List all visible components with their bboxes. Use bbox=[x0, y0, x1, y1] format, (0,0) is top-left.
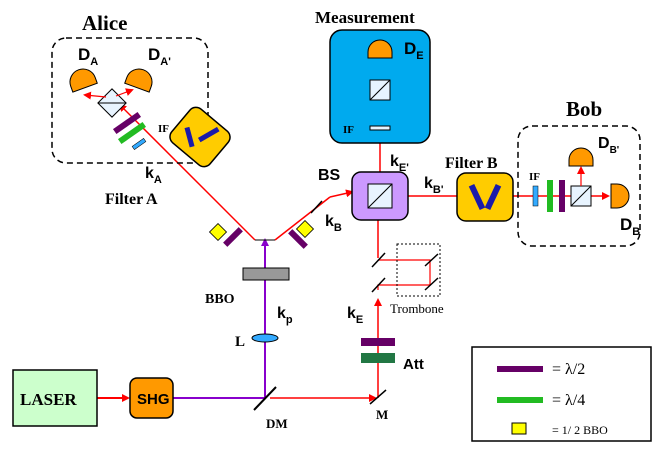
label-db: DB bbox=[620, 215, 640, 238]
detector-db bbox=[610, 183, 630, 209]
label-if-bob: IF bbox=[529, 171, 540, 183]
alice-pbs bbox=[97, 88, 127, 118]
beam-kb-to-bs bbox=[329, 189, 354, 198]
trombone-mirror-2 bbox=[371, 252, 386, 268]
laser-box bbox=[12, 369, 98, 427]
attenuator bbox=[361, 353, 395, 363]
alice-box bbox=[51, 37, 209, 164]
lens-l bbox=[251, 333, 279, 343]
label-bs: BS bbox=[318, 167, 341, 184]
label-da: DA bbox=[78, 45, 98, 68]
shg-box bbox=[129, 377, 174, 419]
trombone-mirror-3 bbox=[424, 277, 439, 291]
half-bbo-a bbox=[208, 222, 228, 242]
label-da-prime: DA' bbox=[148, 45, 171, 68]
legend-half-bbo-label: = 1/ 2 BBO bbox=[552, 423, 608, 437]
label-filter-b: Filter B bbox=[445, 155, 498, 172]
legend-swatch-half-wave bbox=[497, 366, 543, 372]
detector-db-prime bbox=[568, 147, 594, 167]
detector-da bbox=[69, 68, 98, 93]
ke-half-wave-plate bbox=[361, 338, 395, 346]
half-bbo-b bbox=[295, 219, 315, 239]
legend-box bbox=[471, 346, 652, 442]
detector-da-prime bbox=[124, 68, 153, 93]
label-de: DE bbox=[404, 39, 424, 62]
dichroic-mirror bbox=[253, 386, 277, 411]
beam-kb bbox=[274, 196, 331, 241]
bob-box bbox=[517, 125, 641, 247]
label-alice: Alice bbox=[82, 11, 127, 35]
bob-interference-filter bbox=[532, 185, 539, 207]
label-dm: DM bbox=[266, 416, 288, 431]
trombone-mirror-1 bbox=[371, 277, 386, 293]
label-l: L bbox=[235, 334, 245, 350]
label-bbo: BBO bbox=[205, 292, 235, 307]
bob-quarter-wave-plate bbox=[547, 180, 553, 212]
label-att: Att bbox=[403, 356, 424, 373]
label-if-alice: IF bbox=[158, 123, 169, 135]
waveplate-a bbox=[223, 227, 243, 247]
label-ka: kA bbox=[145, 165, 162, 186]
label-measurement: Measurement bbox=[315, 8, 415, 27]
measurement-interference-filter bbox=[369, 125, 391, 131]
label-kb-prime: kB' bbox=[424, 175, 444, 196]
label-laser: LASER bbox=[20, 390, 77, 409]
bbo-crystal bbox=[242, 267, 290, 281]
label-ke-prime: kE' bbox=[390, 153, 409, 174]
waveplate-b bbox=[288, 229, 308, 249]
legend-swatch-quarter-wave bbox=[497, 397, 543, 403]
trombone-beam bbox=[377, 259, 431, 290]
filter-a-mirror-2 bbox=[197, 126, 220, 143]
filter-b-mirror-2 bbox=[484, 183, 502, 211]
legend-half-wave-label: = λ/2 bbox=[552, 361, 585, 378]
alice-quarter-wave-plate bbox=[117, 121, 147, 145]
label-if-measurement: IF bbox=[343, 124, 354, 136]
alice-beam-to-da-prime bbox=[115, 88, 134, 97]
label-bob: Bob bbox=[566, 97, 602, 121]
alice-half-wave-plate bbox=[112, 111, 142, 135]
mirror-m bbox=[369, 389, 387, 405]
mirror-kb bbox=[310, 200, 323, 214]
legend-swatch-half-bbo bbox=[511, 422, 527, 435]
label-db-prime: DB' bbox=[598, 135, 619, 156]
filter-b-mirror-1 bbox=[468, 183, 486, 211]
legend-quarter-wave-label: = λ/4 bbox=[552, 392, 585, 409]
trombone-mirror-4 bbox=[424, 253, 439, 267]
filter-a-mirror-1 bbox=[184, 126, 195, 148]
alice-beam-to-da bbox=[83, 91, 107, 100]
label-ke: kE bbox=[347, 305, 363, 326]
label-kb: kB bbox=[325, 213, 342, 234]
label-filter-a: Filter A bbox=[105, 191, 158, 208]
filter-b bbox=[456, 172, 514, 222]
label-kp: kp bbox=[277, 305, 293, 326]
detector-de bbox=[367, 39, 393, 59]
label-shg: SHG bbox=[137, 391, 170, 408]
label-trombone: Trombone bbox=[390, 301, 444, 316]
trombone-box bbox=[396, 243, 441, 297]
label-m: M bbox=[376, 407, 388, 422]
bob-half-wave-plate bbox=[559, 180, 565, 212]
alice-interference-filter bbox=[131, 137, 147, 151]
